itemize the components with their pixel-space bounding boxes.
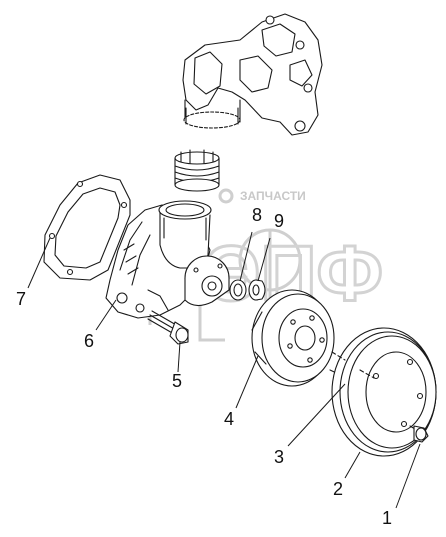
leader-line-4 — [235, 355, 259, 409]
leader-line-7 — [27, 237, 51, 289]
callout-1: 1 — [382, 508, 393, 528]
leader-line-3 — [287, 383, 346, 447]
callout-9: 9 — [274, 211, 285, 231]
leader-line-2 — [344, 451, 361, 479]
pulley-bolt — [409, 425, 429, 443]
leader-line-8 — [239, 231, 253, 282]
pump-hub — [184, 255, 230, 307]
callout-5: 5 — [172, 371, 183, 391]
thermostat — [174, 149, 220, 192]
callout-7: 7 — [16, 289, 27, 309]
callout-8: 8 — [252, 205, 263, 225]
axis-line — [331, 351, 375, 379]
seal-bushing — [248, 279, 266, 301]
leader-line-1 — [395, 443, 421, 509]
leader-line-6 — [95, 299, 117, 331]
callout-4: 4 — [224, 409, 235, 429]
thermostat-housing — [182, 13, 323, 136]
leader-line-5 — [177, 341, 181, 373]
bolt — [147, 310, 189, 345]
callout-2: 2 — [333, 479, 344, 499]
o-ring — [229, 279, 247, 301]
leader-lines — [27, 231, 421, 509]
pump-pulley-hub — [251, 289, 335, 387]
watermark-circle-icon — [218, 188, 234, 204]
watermark-top-text: ЗАПЧАСТИ — [240, 189, 306, 203]
watermark-letter-shape — [198, 300, 225, 342]
pump-gasket — [43, 174, 131, 281]
callout-6: 6 — [84, 331, 95, 351]
pump-inlet-neck — [158, 200, 212, 269]
leader-line-9 — [257, 237, 271, 282]
callout-3: 3 — [274, 447, 285, 467]
pulley — [331, 327, 437, 457]
